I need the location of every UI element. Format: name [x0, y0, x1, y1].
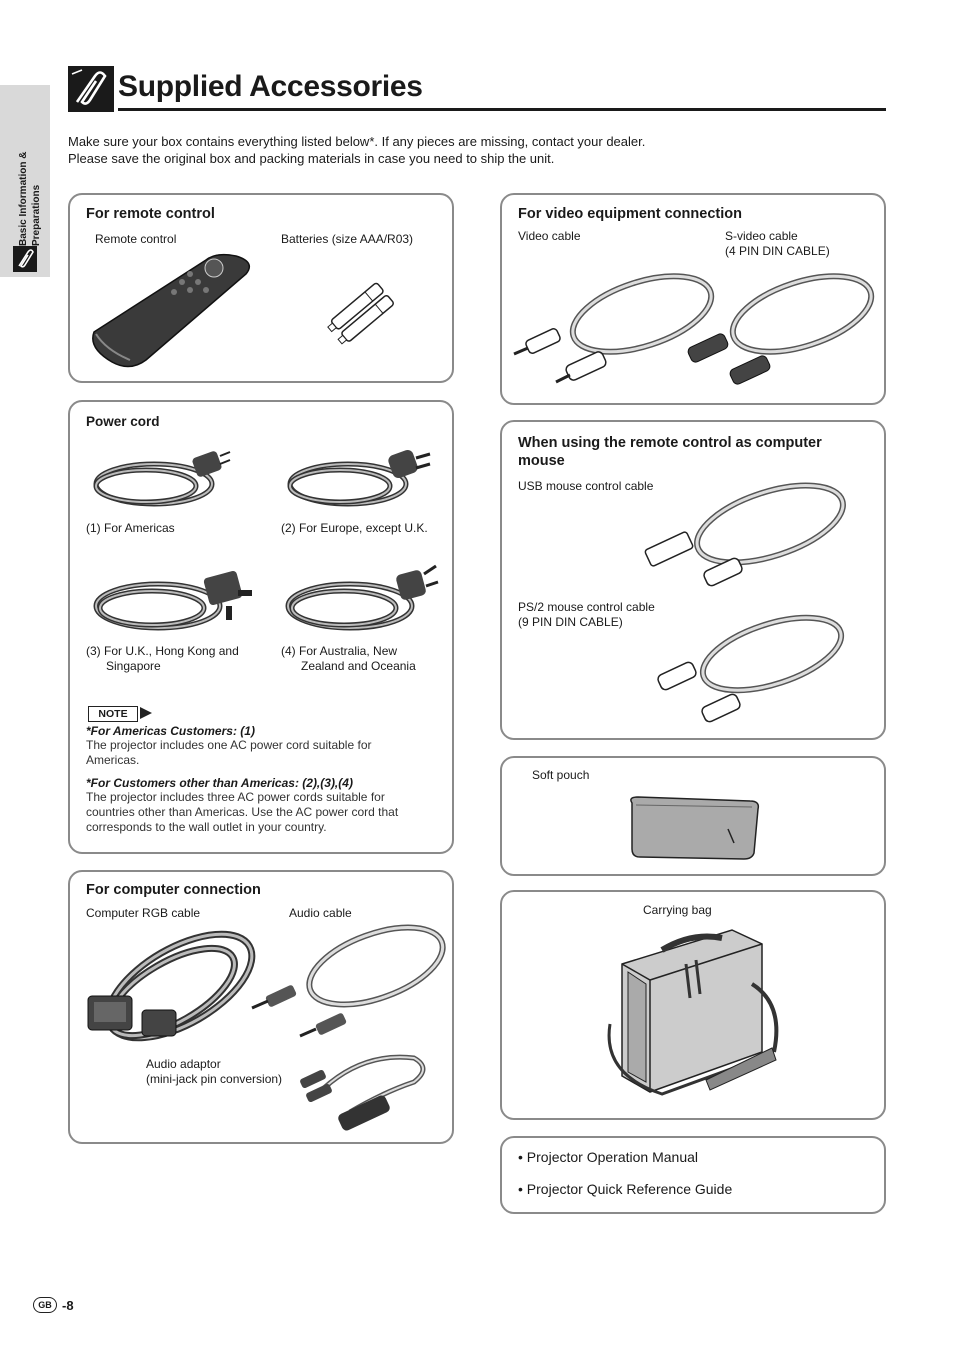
remote-control-image: [86, 252, 256, 377]
note1-heading: *For Americas Customers: (1): [86, 724, 255, 738]
note-tag: NOTE: [88, 706, 138, 722]
page-number: -8: [62, 1298, 74, 1313]
side-tab: [0, 85, 50, 277]
rgb-cable-label: Computer RGB cable: [86, 906, 201, 920]
svideo-line1: S-video cable: [725, 229, 798, 243]
audio-cable-label: Audio cable: [289, 906, 352, 920]
ps2-line2: (9 PIN DIN CABLE): [518, 615, 623, 629]
page-title: Supplied Accessories: [118, 70, 423, 103]
paperclip-icon: [13, 246, 37, 272]
ps2-line1: PS/2 mouse control cable: [518, 600, 655, 614]
power-cord-europe-image: [278, 436, 438, 521]
side-tab-text: Basic Information & Preparations: [6, 96, 46, 246]
video-cable-label: Video cable: [518, 229, 581, 243]
bullet-icon: •: [518, 1181, 527, 1197]
cord3-line2: Singapore: [106, 659, 161, 673]
note1-line2: Americas.: [86, 753, 140, 767]
cord4-line2: Zealand and Oceania: [301, 659, 416, 673]
cord3-line1: (3) For U.K., Hong Kong and: [86, 644, 239, 658]
svideo-line2: (4 PIN DIN CABLE): [725, 244, 830, 258]
note1-line1: The projector includes one AC power cord…: [86, 738, 372, 752]
manual-item-1: • Projector Operation Manual: [518, 1149, 698, 1165]
intro-line2: Please save the original box and packing…: [68, 151, 555, 166]
bullet-icon: •: [518, 1149, 527, 1165]
cord2-label: (2) For Europe, except U.K.: [281, 521, 428, 535]
title-rule: [118, 108, 886, 111]
adaptor-line2: (mini-jack pin conversion): [146, 1072, 283, 1086]
svideo-cable-label: S-video cable (4 PIN DIN CABLE): [725, 229, 830, 259]
batteries-label: Batteries (size AAA/R03): [281, 232, 414, 246]
video-cable-image: [512, 262, 717, 397]
audio-adaptor-image: [294, 1052, 429, 1137]
note2-line2: countries other than Americas. Use the A…: [86, 805, 399, 819]
manual-item-2-text: Projector Quick Reference Guide: [526, 1181, 733, 1197]
cord4-line1: (4) For Australia, New: [281, 644, 398, 658]
audio-cable-image: [246, 922, 446, 1051]
power-box-heading: Power cord: [86, 414, 160, 429]
soft-pouch-label: Soft pouch: [532, 768, 590, 782]
cord1-label: (1) For Americas: [86, 521, 175, 535]
remote-label: Remote control: [95, 232, 177, 246]
note-arrow-icon: [140, 707, 152, 719]
cord3-label: (3) For U.K., Hong Kong and Singapore: [86, 644, 239, 674]
manual-item-2: • Projector Quick Reference Guide: [518, 1181, 732, 1197]
power-cord-americas-image: [84, 436, 234, 521]
cord4-label: (4) For Australia, New Zealand and Ocean…: [281, 644, 416, 674]
svideo-cable-image: [680, 262, 880, 397]
remote-box-heading: For remote control: [86, 206, 215, 222]
video-box-heading: For video equipment connection: [518, 206, 742, 222]
power-cord-uk-image: [88, 556, 263, 645]
computer-mouse-box: [500, 420, 886, 740]
mouse-box-heading: When using the remote control as compute…: [518, 434, 822, 470]
intro-text: Make sure your box contains everything l…: [68, 133, 645, 167]
intro-line1: Make sure your box contains everything l…: [68, 134, 646, 149]
note2-line3: corresponds to the wall outlet in your c…: [86, 820, 327, 834]
carrying-bag-label: Carrying bag: [643, 903, 712, 917]
usb-cable-image: [640, 470, 850, 605]
note-section: *For Americas Customers: (1) The project…: [86, 724, 436, 835]
rgb-cable-image: [80, 926, 275, 1056]
note2-line1: The projector includes three AC power co…: [86, 790, 385, 804]
mouse-heading-line1: When using the remote control as compute…: [518, 435, 822, 451]
computer-box-heading: For computer connection: [86, 882, 261, 898]
carrying-bag-image: [602, 924, 787, 1105]
region-badge: GB: [33, 1297, 57, 1313]
side-tab-line2: Preparations: [31, 184, 42, 246]
manual-item-1-text: Projector Operation Manual: [526, 1149, 698, 1165]
mouse-heading-line2: mouse: [518, 453, 565, 469]
ps2-cable-label: PS/2 mouse control cable (9 PIN DIN CABL…: [518, 600, 655, 630]
video-equipment-box: [500, 193, 886, 405]
usb-cable-label: USB mouse control cable: [518, 479, 654, 493]
audio-adaptor-label: Audio adaptor (mini-jack pin conversion): [146, 1057, 282, 1087]
side-tab-line1: Basic Information &: [18, 151, 29, 246]
adaptor-line1: Audio adaptor: [146, 1057, 221, 1071]
manuals-box: [500, 1136, 886, 1214]
paperclip-icon: [68, 66, 114, 112]
power-cord-australia-image: [280, 556, 445, 645]
note2-heading: *For Customers other than Americas: (2),…: [86, 776, 353, 790]
batteries-image: [322, 282, 406, 345]
ps2-cable-image: [652, 604, 852, 733]
soft-pouch-image: [622, 793, 764, 868]
